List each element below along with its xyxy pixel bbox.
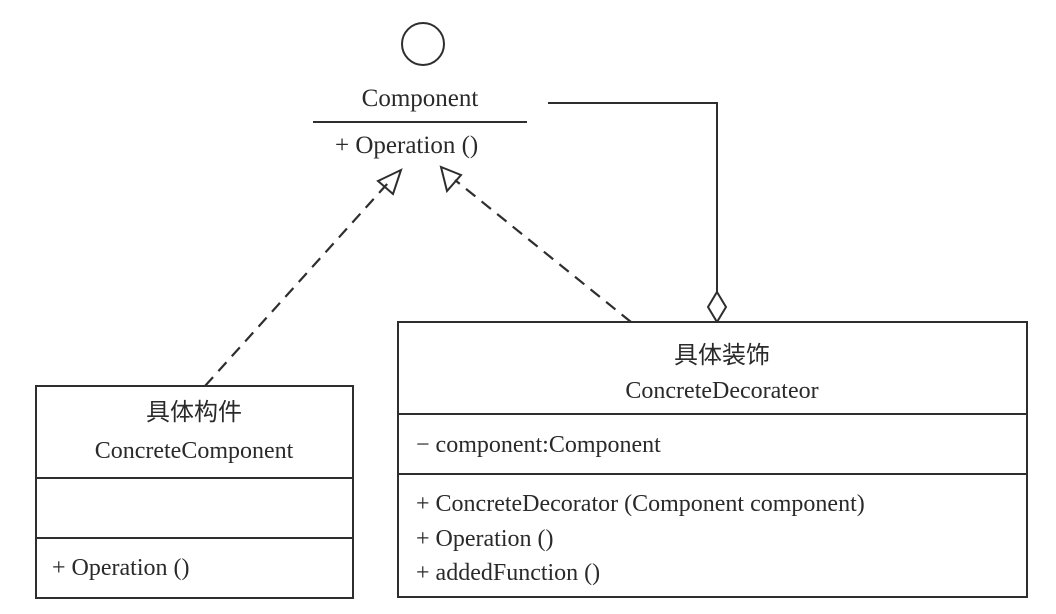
class-attribute: − component:Component <box>416 432 661 458</box>
interface-circle-icon <box>401 22 445 66</box>
dashed-line <box>204 182 389 387</box>
class-operation: + Operation () <box>416 526 553 552</box>
class-name-cn: 具体构件 <box>146 399 242 426</box>
class-operation: + addedFunction () <box>416 560 600 586</box>
aggregation-line <box>548 102 718 292</box>
class-box <box>397 321 1028 598</box>
class-concrete-decorator: 具体装饰 ConcreteDecorateor − component:Comp… <box>397 321 1028 598</box>
class-box <box>35 385 354 599</box>
dashed-line <box>454 179 632 323</box>
aggregation-link <box>548 102 728 324</box>
interface-name: Component <box>362 85 479 112</box>
class-operation: + ConcreteDecorator (Component component… <box>416 491 865 517</box>
realization-concrete-decorator <box>439 165 632 323</box>
class-concrete-component: 具体构件 ConcreteComponent + Operation () <box>35 385 354 599</box>
class-name: ConcreteDecorateor <box>625 378 818 404</box>
component-interface: Component + Operation () <box>313 22 527 159</box>
hollow-arrowhead-icon <box>439 165 463 194</box>
class-operation: + Operation () <box>52 555 189 581</box>
hollow-diamond-icon <box>706 290 728 324</box>
class-name-cn: 具体装饰 <box>674 342 770 369</box>
hollow-arrowhead-icon <box>376 168 403 196</box>
class-name: ConcreteComponent <box>95 438 294 464</box>
realization-concrete-component <box>204 168 403 387</box>
interface-operation: + Operation () <box>335 132 478 159</box>
